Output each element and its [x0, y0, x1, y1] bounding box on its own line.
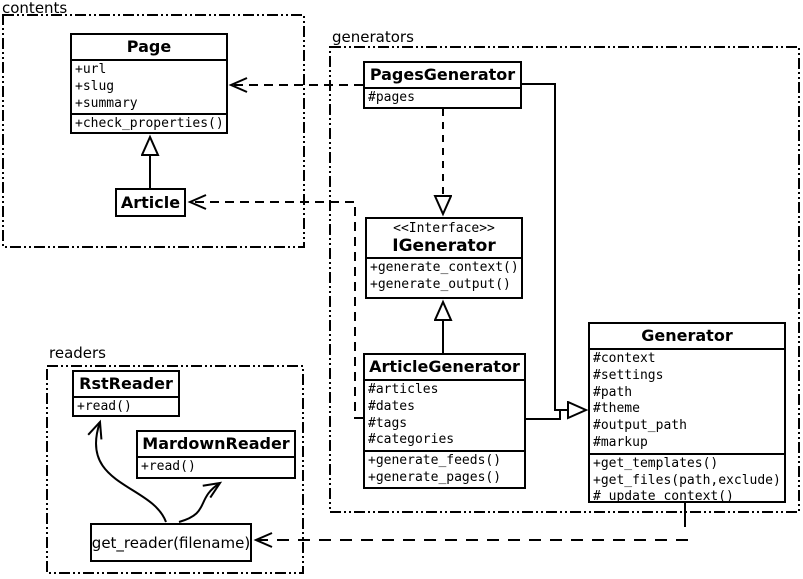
class-articlegenerator-title: ArticleGenerator	[369, 357, 520, 376]
class-rstreader-methods: +read()	[74, 396, 178, 415]
attribute: #markup	[593, 434, 648, 450]
attribute: #settings	[593, 367, 664, 383]
class-pagesgenerator-attributes: #pages	[365, 87, 520, 107]
class-mardownreader-methods: +read()	[138, 456, 294, 477]
stereotype-label: <<Interface>>	[393, 221, 495, 236]
method: +generate_feeds()	[368, 453, 502, 469]
package-label-generators: generators	[332, 28, 414, 46]
attribute: +summary	[75, 95, 138, 111]
attribute: #output_path	[593, 418, 687, 434]
class-articlegenerator: ArticleGenerator #articles #dates #tags …	[363, 353, 526, 489]
method: +generate_output()	[370, 276, 511, 292]
class-mardownreader: MardownReader +read()	[136, 430, 296, 479]
class-page-attributes: +url +slug +summary	[72, 59, 226, 113]
method: +read()	[141, 459, 196, 474]
class-pagesgenerator-title: PagesGenerator	[369, 65, 516, 84]
method: +read()	[77, 399, 132, 414]
method: +generate_context()	[370, 260, 519, 275]
class-igenerator: <<Interface>> IGenerator +generate_conte…	[365, 217, 523, 299]
class-igenerator-title: IGenerator	[392, 236, 496, 256]
attribute: #articles	[368, 382, 439, 397]
attribute: +slug	[75, 78, 115, 94]
class-page: Page +url +slug +summary +check_properti…	[70, 33, 228, 134]
attribute: #categories	[368, 432, 455, 448]
attribute: #context	[593, 351, 656, 366]
attribute: #dates	[368, 398, 415, 414]
package-frame-generators	[329, 46, 800, 513]
class-page-title: Page	[126, 37, 172, 56]
package-frame-contents	[2, 14, 305, 248]
class-generator-methods: +get_templates() +get_files(path,exclude…	[590, 452, 784, 503]
method: +get_files(path,exclude)	[593, 472, 781, 488]
class-generator-attributes: #context #settings #path #theme #output_…	[590, 348, 784, 453]
class-articlegenerator-attributes: #articles #dates #tags #categories	[365, 379, 524, 450]
inheritance-articlegenerator-generator	[525, 411, 561, 420]
attribute: #theme	[593, 401, 640, 417]
method: #_update_context()	[593, 489, 734, 503]
method: +get_templates()	[593, 455, 719, 471]
package-label-contents: contents	[2, 0, 68, 17]
function-get-reader-label: get_reader(filename)	[91, 533, 251, 552]
class-rstreader-title: RstReader	[79, 374, 173, 393]
class-articlegenerator-methods: +generate_feeds() +generate_pages()	[365, 450, 524, 487]
method: +generate_pages()	[368, 469, 502, 485]
class-article-title: Article	[120, 192, 181, 212]
attribute: #path	[593, 384, 633, 400]
attribute: +url	[75, 62, 107, 77]
class-pagesgenerator: PagesGenerator #pages	[363, 61, 522, 109]
function-get-reader: get_reader(filename)	[90, 523, 252, 562]
class-igenerator-header: <<Interface>> IGenerator	[367, 219, 521, 257]
arrow-getreader-rstreader	[87, 419, 167, 523]
class-rstreader: RstReader +read()	[72, 370, 180, 417]
class-igenerator-methods: +generate_context() +generate_output()	[367, 257, 521, 295]
inheritance-pagesgenerator-generator	[522, 83, 586, 410]
attribute: #pages	[368, 90, 415, 105]
class-generator-title: Generator	[641, 326, 733, 345]
package-frame-readers	[46, 365, 304, 574]
arrow-getreader-mardownreader	[178, 481, 223, 523]
package-label-readers: readers	[49, 344, 106, 362]
class-article: Article	[115, 188, 186, 217]
class-page-methods: +check_properties()	[72, 113, 226, 132]
dependency-articlegenerator-article	[187, 194, 363, 419]
attribute: #tags	[368, 415, 408, 431]
method: +check_properties()	[75, 116, 224, 132]
class-mardownreader-title: MardownReader	[142, 434, 290, 453]
class-generator: Generator #context #settings #path #them…	[588, 322, 786, 503]
